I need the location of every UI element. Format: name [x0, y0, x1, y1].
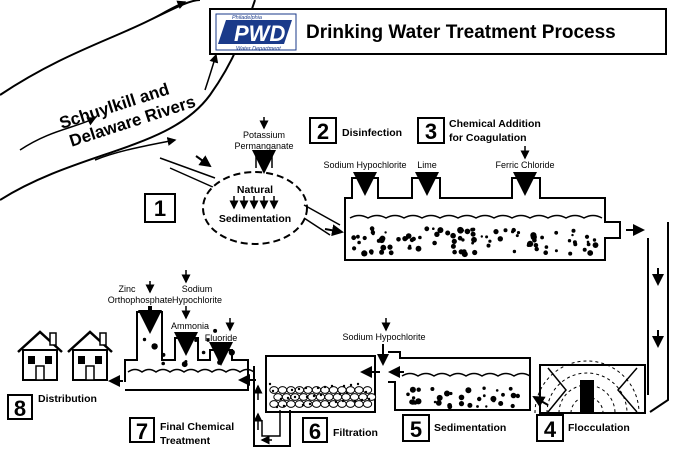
- stage8-label: Distribution: [38, 393, 97, 405]
- stage-7: Zinc Orthophosphate Sodium Hypochlorite …: [108, 270, 256, 447]
- river-flow-arrow: [19, 117, 97, 151]
- river-label: Schuylkill and Delaware Rivers: [57, 79, 198, 150]
- hypochlorite-label-line1: Sodium: [182, 284, 213, 294]
- page-title: Drinking Water Treatment Process: [306, 22, 616, 43]
- stage5-chemical: Sodium Hypochlorite: [342, 332, 425, 342]
- potassium-label-line2: Permanganate: [234, 141, 293, 151]
- zinc-label-line2: Orthophosphate: [108, 295, 173, 305]
- flow-arrow: [195, 155, 212, 168]
- coagulation-tank: [344, 177, 621, 261]
- pipe-line: [303, 217, 331, 236]
- return-pipe: [647, 222, 669, 413]
- stage4-label: Flocculation: [568, 422, 630, 434]
- stage5-number-box: [402, 414, 430, 442]
- house-icon: [17, 330, 63, 381]
- logo-shape: [218, 20, 292, 44]
- flow-arrow: [532, 396, 549, 408]
- ferric-chloride-label: Ferric Chloride: [495, 160, 554, 170]
- particles: [351, 226, 599, 258]
- stage3-number: 3: [425, 119, 437, 144]
- pwd-logo: PWD Philadelphia Water Department: [215, 13, 297, 52]
- stage-6: 6 Filtration: [253, 355, 380, 447]
- stage5-label: Sedimentation: [434, 422, 506, 434]
- hypochlorite-label-line2: Hypochlorite: [172, 295, 222, 305]
- ammonia-label: Ammonia: [171, 321, 209, 331]
- logo-top: Philadelphia: [232, 15, 262, 21]
- stage1-number-box: [144, 193, 176, 223]
- water-surface: [401, 372, 531, 377]
- stage7-label-line1: Final Chemical: [160, 421, 234, 433]
- pipe-line: [647, 222, 669, 413]
- stage4-number-box: [536, 414, 564, 442]
- stage2-chemical: Sodium Hypochlorite: [323, 160, 406, 170]
- stage5-number: 5: [410, 417, 422, 442]
- filter-outlet-pipe: [261, 410, 281, 437]
- stage2-number-box: [309, 117, 337, 144]
- logo-bottom: Water Department: [236, 46, 281, 52]
- filter-outlet-pipe: [253, 366, 291, 447]
- mixer-shaft: [580, 380, 594, 413]
- stage1-number: 1: [154, 196, 166, 221]
- lime-label: Lime: [417, 160, 437, 170]
- water-surface: [349, 214, 603, 219]
- sedimentation-basin: [202, 171, 308, 245]
- stage-5: 5 Sedimentation Sodium Hypochlorite: [342, 318, 531, 442]
- stage6-label: Filtration: [333, 427, 378, 439]
- zinc-label-line1: Zinc: [118, 284, 136, 294]
- stage1-label-line2: Sedimentation: [219, 213, 291, 225]
- stages-2-3-tank: 2 Disinfection Sodium Hypochlorite 3 Che…: [309, 117, 645, 261]
- stage4-number: 4: [544, 417, 557, 442]
- stage8-number-box: [7, 394, 33, 420]
- stage6-number-box: [302, 417, 328, 443]
- stage2-number: 2: [317, 119, 329, 144]
- stage3-number-box: [417, 117, 445, 144]
- potassium-label-line1: Potassium: [243, 130, 285, 140]
- flow-arrow: [324, 224, 344, 237]
- stage7-number-box: [129, 417, 155, 443]
- river-bank-top: [0, 0, 201, 96]
- sedimentation-tank: [388, 351, 531, 411]
- logo-main: PWD: [234, 21, 285, 46]
- intake-line: [169, 167, 216, 189]
- stage-4: 4 Flocculation: [532, 360, 646, 442]
- river-flow-arrow: [149, 0, 187, 21]
- intake-line: [159, 157, 216, 179]
- sediment: [406, 386, 520, 410]
- fluoride-label: Fluoride: [205, 333, 238, 343]
- water-surface: [127, 368, 255, 373]
- house-icon: [67, 330, 113, 381]
- stage1-label-line1: Natural: [237, 184, 273, 196]
- river-flow-arrow: [204, 53, 219, 91]
- river-flow-arrow: [94, 137, 177, 161]
- stage3-label-line1: Chemical Addition: [449, 118, 541, 130]
- pipe-line: [303, 204, 341, 226]
- stage8-number: 8: [14, 396, 26, 421]
- stage6-number: 6: [309, 419, 321, 444]
- stage7-label-line2: Treatment: [160, 435, 211, 447]
- filter-media: [268, 382, 377, 409]
- stage7-number: 7: [136, 419, 148, 444]
- stage2-label: Disinfection: [342, 127, 402, 139]
- header: PWD Philadelphia Water Department Drinki…: [209, 8, 667, 55]
- settling-arrows: [229, 196, 279, 210]
- stage-1: Natural Sedimentation 1 Potassium Perman…: [144, 117, 308, 245]
- stage3-label-line2: for Coagulation: [449, 132, 527, 144]
- stage-8: 8 Distribution: [7, 330, 113, 421]
